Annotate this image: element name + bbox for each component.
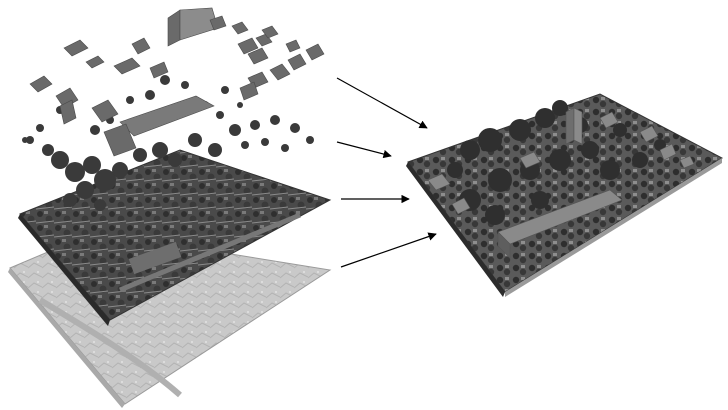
building-block	[29, 7, 325, 157]
building-layer	[29, 7, 325, 157]
orthophoto-layer	[18, 149, 332, 326]
orthophoto-parking	[128, 241, 182, 275]
composition-arrows	[336, 77, 437, 268]
arrow-buildings	[336, 77, 428, 129]
city-model-trees	[447, 100, 666, 225]
city-model-edge	[406, 162, 505, 297]
city-model-edge-right	[505, 158, 722, 297]
terrain-road	[38, 297, 182, 398]
city-model-base	[407, 93, 724, 293]
orthophoto-edge	[18, 214, 110, 326]
combined-city-model	[406, 93, 724, 297]
terrain-edge	[8, 268, 125, 408]
city-model-buildings	[427, 107, 695, 259]
arrow-terrain	[340, 232, 437, 268]
arrow-vegetation	[336, 141, 392, 159]
orthophoto-road	[119, 212, 301, 293]
vegetation-layer	[22, 75, 314, 211]
